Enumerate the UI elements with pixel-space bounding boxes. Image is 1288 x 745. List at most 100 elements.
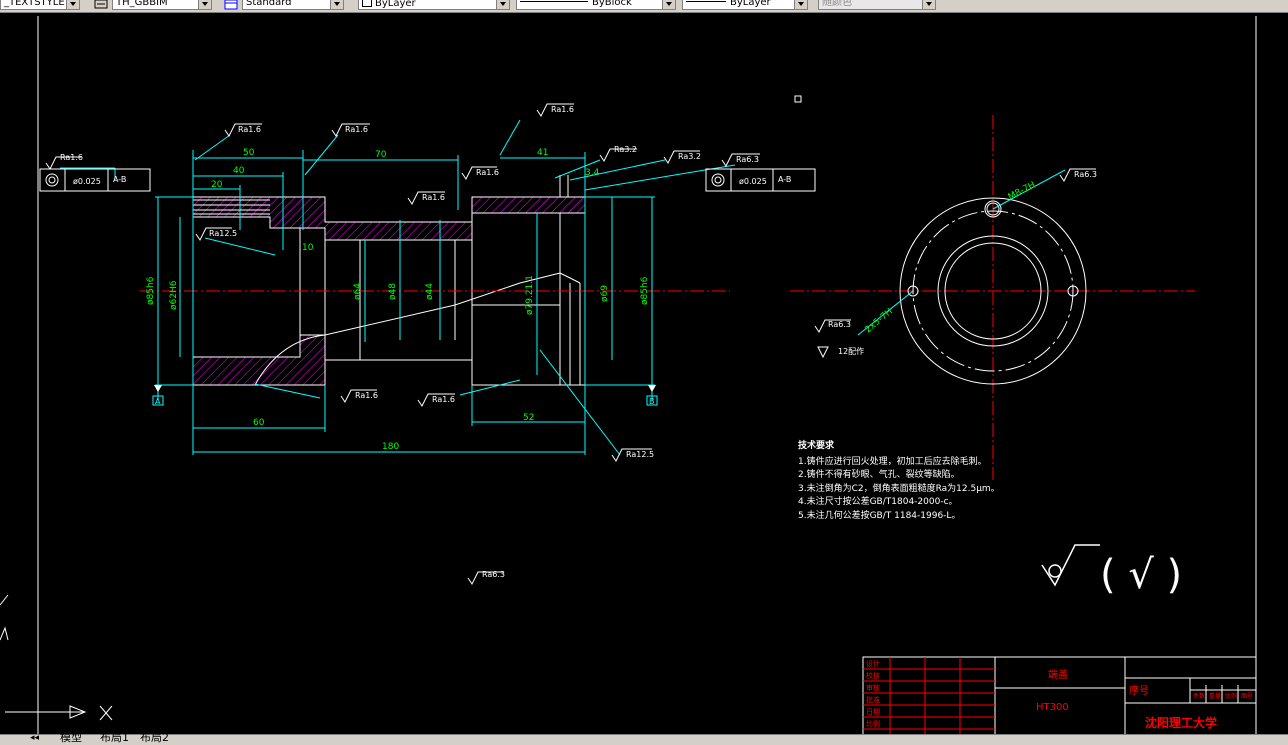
roughness-label: Ra3.2 [614, 145, 637, 154]
chevron-down-icon[interactable] [198, 0, 211, 9]
title-row-label: 校核 [866, 671, 880, 680]
dim-20: 20 [211, 180, 223, 190]
title-cell: 重量 [1209, 692, 1221, 700]
dim-style-icon[interactable] [94, 0, 108, 10]
tab-layout2[interactable]: 布局2 [140, 731, 169, 744]
thread-label: 2x5-7H [864, 307, 895, 336]
drawing-frame [37, 16, 1257, 736]
technical-requirements: 技术要求 1.铸件应进行回火处理，初加工后应去除毛刺。 2.铸件不得有砂眼、气孔… [798, 439, 1000, 521]
text-style-value: _TEXTSTYLE [4, 0, 65, 8]
dim-phi62: ø62H6 [169, 280, 179, 310]
font-style-combo[interactable]: TH_GBBIM [112, 0, 212, 10]
plotstyle-combo[interactable]: 随颜色 [818, 0, 936, 10]
title-row-label: 审核 [866, 683, 880, 692]
layout-tabs-bar: ◂◂ 模型 布局1 布局2 [0, 731, 1288, 745]
tech-note: 1.铸件应进行回火处理，初加工后应去除毛刺。 [798, 455, 987, 467]
tolerance-datum: A-B [113, 175, 126, 184]
layer-value: ByLayer [375, 0, 416, 9]
chevron-down-icon[interactable] [66, 0, 79, 9]
dim-phi69: ø69 [600, 285, 610, 302]
tab-layout1[interactable]: 布局1 [100, 731, 129, 744]
roughness-label: Ra1.6 [355, 391, 378, 400]
roughness-label: Ra1.6 [476, 168, 499, 177]
dim-70: 70 [375, 150, 387, 160]
tolerance-value: ø0.025 [73, 177, 101, 186]
title-row-label: 比例 [866, 719, 880, 728]
roughness-label: Ra6.3 [828, 320, 851, 329]
roughness-label: Ra1.6 [60, 153, 83, 162]
roughness-label: Ra6.3 [482, 570, 505, 579]
dim-180: 180 [382, 442, 399, 452]
seq-label: 序号 [1129, 684, 1149, 697]
chevron-down-icon[interactable] [330, 0, 343, 9]
title-cell: 件数 [1193, 692, 1205, 700]
roughness-label: Ra1.6 [432, 395, 455, 404]
school-name: 沈阳理工大学 [1145, 715, 1217, 730]
roughness-label: Ra3.2 [678, 152, 701, 161]
dim-3-4: 3.4 [585, 168, 600, 178]
material: HT300 [1036, 702, 1069, 713]
dim-phi79: ø79.21.1 [525, 275, 535, 315]
tolerance-frame-left: ø0.025 A-B [39, 168, 151, 192]
plotstyle-value: 随颜色 [822, 0, 852, 8]
chevron-down-icon[interactable] [662, 0, 675, 9]
lineweight-combo[interactable]: ByLayer [682, 0, 808, 10]
linetype-combo[interactable]: ByBlock [516, 0, 676, 10]
chevron-down-icon[interactable] [922, 0, 935, 9]
datum-b-label: B [649, 397, 655, 406]
roughness-label: Ra6.3 [736, 155, 759, 164]
dim-phi44: ø44 [425, 283, 435, 300]
check-paren-symbol: ( √ ) [1100, 552, 1182, 598]
grip-marker[interactable] [794, 95, 802, 103]
title-cell: 比例 [1225, 692, 1237, 700]
part-name: 端盖 [1048, 668, 1068, 681]
properties-toolbar: _TEXTSTYLE TH_GBBIM Standard ByLayer ByB… [0, 0, 1288, 13]
concentricity-icon [45, 173, 59, 187]
general-roughness-symbol: ( √ ) [1041, 544, 1182, 598]
tech-title: 技术要求 [798, 439, 835, 451]
dim-style-combo[interactable]: Standard [242, 0, 344, 10]
datum-a-label: A [155, 397, 161, 406]
dim-50: 50 [243, 148, 255, 158]
tech-note: 5.未注几何公差按GB/T 1184-1996-L。 [798, 509, 960, 521]
dim-10: 10 [302, 243, 314, 253]
title-block: 设计 校核 审核 批准 日期 比例 端盖 HT300 序号 件数 重量 比例 图… [862, 656, 1257, 736]
roughness-label: Ra1.6 [422, 193, 445, 202]
dim-52: 52 [523, 413, 534, 423]
dim-style-value: Standard [246, 0, 292, 8]
roughness-label: Ra1.6 [238, 125, 261, 134]
ucs-icon [0, 594, 113, 721]
roughness-label: Ra12.5 [626, 450, 654, 459]
layer-combo[interactable]: ByLayer [358, 0, 510, 10]
title-row-label: 批准 [866, 695, 880, 704]
dim-phi85-left: ø85h6 [146, 276, 156, 305]
roughness-labels: Ra1.6 Ra1.6 Ra1.6 Ra1.6 Ra1.6 Ra1.6 Ra1.… [60, 105, 1097, 579]
tech-note: 3.未注倒角为C2，倒角表面粗糙度Ra为12.5μm。 [798, 482, 1000, 494]
dim-60: 60 [253, 418, 265, 428]
table-style-icon[interactable] [224, 0, 238, 10]
end-view: M8-7H 2x5-7H [790, 115, 1195, 480]
linetype-value: ByBlock [592, 0, 632, 8]
color-swatch-icon [362, 0, 372, 7]
depth-note: 12配作 [838, 346, 864, 356]
dim-phi48: ø48 [388, 283, 398, 300]
roughness-label: Ra1.6 [345, 125, 368, 134]
tab-nav-first-icon[interactable]: ◂◂ [30, 733, 40, 743]
lineweight-preview [686, 1, 726, 2]
roughness-label: Ra12.5 [209, 229, 237, 238]
text-style-combo[interactable]: _TEXTSTYLE [0, 0, 80, 10]
chevron-down-icon[interactable] [794, 0, 807, 9]
title-cell: 图号 [1241, 693, 1253, 700]
chevron-down-icon[interactable] [496, 0, 509, 9]
thread-label: M8-7H [1007, 180, 1038, 203]
roughness-label: Ra1.6 [551, 105, 574, 114]
drawing-canvas[interactable]: 50 40 20 70 41 3.4 10 60 52 180 ø85h6 ø6… [0, 13, 1288, 736]
tolerance-value: ø0.025 [739, 177, 767, 186]
font-style-value: TH_GBBIM [116, 0, 168, 8]
concentricity-icon [711, 173, 725, 187]
tab-model[interactable]: 模型 [60, 731, 82, 744]
title-row-label: 设计 [866, 659, 880, 668]
dimension-lines [60, 119, 736, 456]
dim-41: 41 [537, 148, 548, 158]
title-row-label: 日期 [866, 708, 880, 716]
